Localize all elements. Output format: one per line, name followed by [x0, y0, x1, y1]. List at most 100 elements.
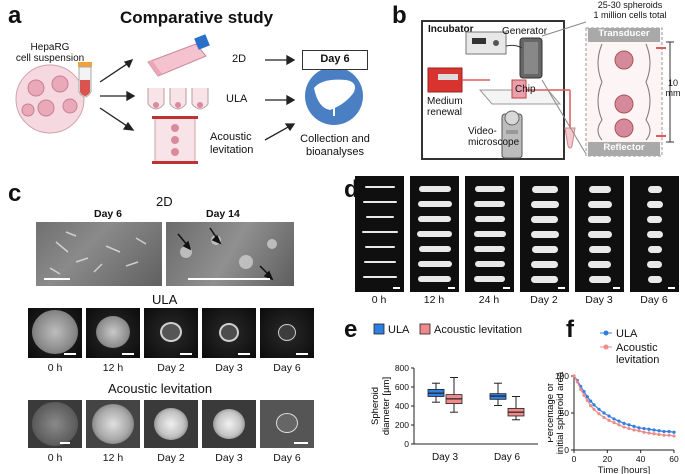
panel-label-b: b [392, 2, 407, 29]
y-tick-label: 200 [395, 420, 409, 430]
incubator-label: Incubator [428, 24, 474, 35]
series-point [632, 424, 636, 428]
y-tick-label: 50 [560, 408, 570, 418]
chip-label: Chip [515, 84, 536, 95]
image-2d-day6 [36, 222, 162, 286]
ula-time-0: 0 h [47, 362, 63, 374]
flask-icon [147, 34, 210, 77]
title-ula: ULA [152, 292, 178, 307]
legend-label-ula: ULA [388, 324, 410, 336]
series-point [617, 419, 621, 423]
split-arrows [99, 58, 136, 131]
cell-suspension-icon [15, 64, 85, 134]
x-tick-label: 20 [603, 454, 613, 464]
image-ula-12h [86, 308, 140, 358]
series-point [662, 433, 666, 437]
d-time-4: Day 3 [585, 294, 613, 306]
y-tick-label: 400 [395, 401, 409, 411]
series-point [642, 426, 646, 431]
x-tick-label: Day 3 [432, 452, 459, 463]
series-point [662, 429, 666, 434]
image-acoustic-day3 [202, 400, 256, 448]
series-point [597, 407, 601, 411]
series-point [672, 434, 676, 438]
series-point [602, 415, 606, 420]
legend-label-ula: ULA [616, 328, 638, 340]
series-point [622, 421, 626, 425]
timeline-arrows [264, 54, 296, 141]
day-6-box: Day 6 [302, 50, 368, 70]
series-point [647, 427, 651, 431]
acoustic-time-4: Day 6 [273, 452, 301, 464]
acoustic-time-2: Day 2 [157, 452, 185, 464]
d-time-2: 24 h [478, 294, 500, 306]
series-point [575, 380, 579, 384]
series-point [607, 414, 611, 418]
x-axis-label: Time [hours] [598, 465, 650, 474]
panel-label-e: e [344, 316, 358, 343]
series-point [657, 429, 661, 433]
y-tick-label: 600 [395, 382, 409, 392]
series-point [652, 428, 656, 432]
ula-time-4: Day 6 [273, 362, 301, 374]
series-point [592, 407, 596, 411]
d-time-3: Day 2 [530, 294, 558, 306]
series-point [672, 430, 676, 434]
x-tick-label: Day 6 [494, 452, 521, 463]
series-point [622, 425, 626, 429]
image-acoustic-12h [86, 400, 140, 448]
series-point [627, 423, 631, 427]
label-2d-day6: Day 6 [94, 208, 123, 220]
comparative-study-title: Comparative study [120, 8, 274, 27]
image-ula-day2 [144, 308, 198, 358]
legend-label-acoustic-1: Acoustic [616, 342, 658, 354]
acoustic-chip-icon [152, 116, 198, 164]
y-tick-label: 0 [564, 445, 569, 455]
x-tick-label: 60 [669, 454, 679, 464]
resonator-schematic [585, 27, 674, 157]
image-ula-0h [28, 308, 82, 358]
series-point [627, 426, 631, 431]
levitation-strip [410, 176, 459, 292]
series-point [637, 429, 641, 433]
d-time-0: 0 h [371, 294, 387, 306]
levitation-strip [630, 176, 679, 292]
series-point [667, 433, 671, 437]
series-point [582, 389, 586, 394]
series-point [647, 431, 651, 435]
cond-2d-label: 2D [232, 53, 247, 65]
series-point [667, 429, 671, 434]
series-point [652, 432, 656, 436]
legend-label-acoustic-2: levitation [616, 354, 659, 366]
series-point [642, 430, 646, 434]
acoustic-time-0: 0 h [47, 452, 63, 464]
y-tick-label: 0 [404, 439, 409, 449]
series-point [617, 423, 621, 427]
panel-a-illustration [15, 34, 363, 164]
transducer-label: Transducer [598, 28, 650, 39]
videomicroscope-label: Video-microscope [468, 126, 520, 148]
ula-time-2: Day 2 [157, 362, 185, 374]
series-point [585, 398, 589, 403]
title-2d: 2D [156, 194, 173, 209]
series-point [632, 428, 636, 432]
series-point [612, 421, 616, 425]
series-point [572, 374, 576, 378]
series-point [597, 412, 601, 416]
x-tick-label: 0 [572, 454, 577, 464]
image-ula-day3 [202, 308, 256, 358]
series-point [637, 426, 641, 430]
image-acoustic-day6 [260, 400, 314, 448]
image-ula-day6 [260, 308, 314, 358]
panel-label-f: f [566, 316, 574, 343]
title-acoustic: Acoustic levitation [108, 381, 213, 396]
y-tick-label: 100 [555, 371, 569, 381]
series-point [612, 417, 616, 421]
